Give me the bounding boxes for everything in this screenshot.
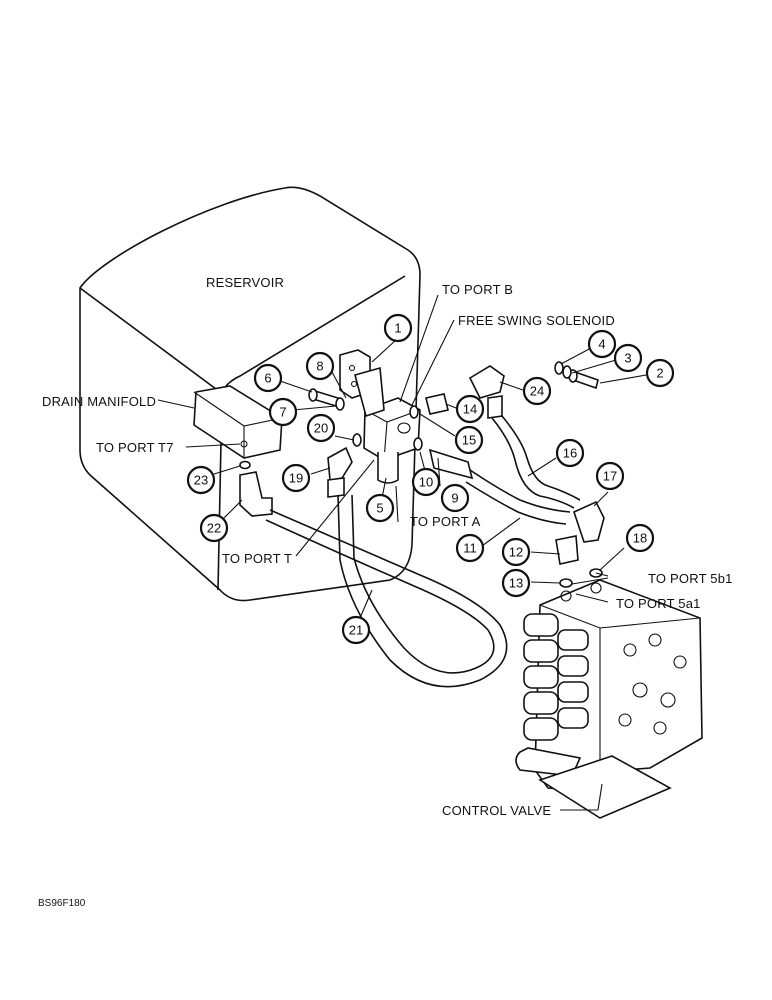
svg-text:20: 20: [314, 421, 328, 436]
callout-16: 16: [555, 438, 585, 468]
callout-20: 20: [306, 413, 336, 443]
callout-7: 7: [268, 397, 298, 427]
svg-text:12: 12: [509, 545, 523, 560]
svg-text:11: 11: [463, 541, 477, 556]
svg-text:6: 6: [264, 371, 271, 386]
washer-4: [554, 361, 564, 375]
fitting-12: [555, 535, 579, 565]
callout-17: 17: [595, 461, 625, 491]
svg-text:19: 19: [289, 471, 303, 486]
svg-text:4: 4: [598, 337, 605, 352]
svg-text:13: 13: [509, 576, 523, 591]
lock-washer-3: [562, 365, 572, 379]
bolt-8: [308, 388, 339, 408]
svg-text:3: 3: [624, 351, 631, 366]
callout-18: 18: [625, 523, 655, 553]
free-swing-solenoid-label: FREE SWING SOLENOID: [458, 313, 615, 328]
svg-text:14: 14: [463, 402, 477, 417]
svg-text:15: 15: [462, 433, 476, 448]
svg-text:7: 7: [279, 405, 286, 420]
callout-19: 19: [281, 463, 311, 493]
to-port-t-label: TO PORT T: [222, 551, 292, 566]
o-ring-20: [352, 433, 362, 447]
callout-8: 8: [305, 351, 335, 381]
callout-15: 15: [454, 425, 484, 455]
svg-text:18: 18: [633, 531, 647, 546]
callout-24: 24: [522, 376, 552, 406]
callout-2: 2: [645, 358, 675, 388]
svg-text:24: 24: [530, 384, 544, 399]
svg-text:8: 8: [316, 359, 323, 374]
to-port-5b1-label: TO PORT 5b1: [648, 571, 733, 586]
svg-text:5: 5: [376, 501, 383, 516]
mounting-bracket: [339, 349, 385, 418]
o-ring-13: [559, 578, 573, 588]
callout-10: 10: [411, 467, 441, 497]
valve-ports: [560, 582, 687, 735]
control-valve-assembly: [515, 579, 703, 819]
washer-7: [335, 397, 345, 411]
callout-12: 12: [501, 537, 531, 567]
to-port-5a1-label: TO PORT 5a1: [616, 596, 701, 611]
svg-text:22: 22: [207, 521, 221, 536]
drain-manifold-block: [193, 385, 283, 459]
callout-13: 13: [501, 568, 531, 598]
reservoir-label: RESERVOIR: [206, 275, 284, 290]
svg-text:23: 23: [194, 473, 208, 488]
callout-22: 22: [199, 513, 229, 543]
callout-21: 21: [341, 615, 371, 645]
svg-text:2: 2: [656, 366, 663, 381]
drain-manifold-label: DRAIN MANIFOLD: [42, 394, 156, 409]
adapter-14: [425, 393, 449, 415]
figure-code: BS96F180: [38, 898, 86, 909]
hose-end-9: [428, 448, 474, 480]
hose-16: [491, 415, 581, 509]
callout-4: 4: [587, 329, 617, 359]
svg-text:9: 9: [451, 491, 458, 506]
bolt-2: [568, 369, 599, 390]
svg-text:21: 21: [349, 623, 363, 638]
to-port-a-label: TO PORT A: [410, 514, 481, 529]
o-ring-23: [239, 460, 251, 470]
elbow-fitting-24: [468, 365, 505, 419]
o-ring-15: [409, 405, 419, 419]
hose-11: [465, 469, 571, 525]
callout-14: 14: [455, 394, 485, 424]
elbow-fitting-22: [239, 471, 273, 517]
valve-spools: [523, 613, 589, 741]
callout-6: 6: [253, 363, 283, 393]
callout-11: 11: [455, 533, 485, 563]
svg-text:10: 10: [419, 475, 433, 490]
svg-text:17: 17: [603, 469, 617, 484]
callout-23: 23: [186, 465, 216, 495]
callout-1: 1: [383, 313, 413, 343]
callout-3: 3: [613, 343, 643, 373]
to-port-b-label: TO PORT B: [442, 282, 513, 297]
solenoid-valve-block: [363, 397, 421, 484]
to-port-t7-label: TO PORT T7: [96, 440, 174, 455]
callout-5: 5: [365, 493, 395, 523]
svg-text:1: 1: [394, 321, 401, 336]
control-valve-label: CONTROL VALVE: [442, 803, 551, 818]
o-ring-10: [413, 437, 423, 451]
leader-lines: [157, 294, 659, 811]
callout-9: 9: [440, 483, 470, 513]
elbow-fitting-19: [327, 446, 353, 498]
elbow-fitting-17: [573, 500, 605, 543]
svg-text:16: 16: [563, 446, 577, 461]
hose-21: [265, 494, 508, 688]
